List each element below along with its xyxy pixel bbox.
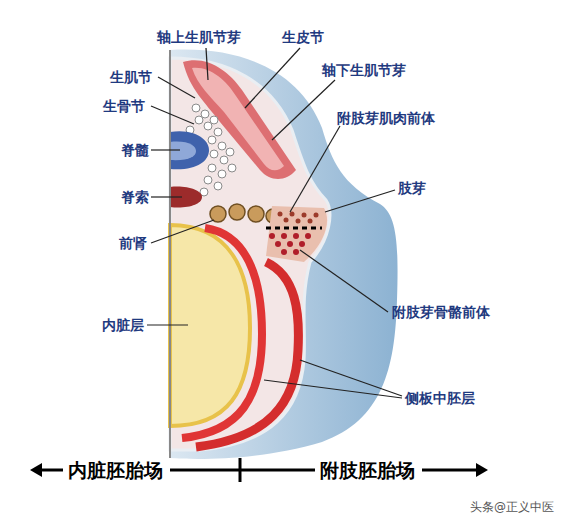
part-label: 轴上生肌节芽 <box>157 29 241 45</box>
part-label: 脊髓 <box>121 142 149 158</box>
part-label: 生皮节 <box>282 29 324 45</box>
part-label: 生肌节 <box>110 69 152 85</box>
part-label: 内脏层 <box>102 317 144 333</box>
part-label: 前肾 <box>119 235 147 251</box>
part-label: 附肢芽肌肉前体 <box>337 110 435 126</box>
part-label: 生骨节 <box>103 98 145 114</box>
field-label: 附肢胚胎场 <box>320 458 415 482</box>
part-label: 脊索 <box>121 189 149 205</box>
part-label: 肢芽 <box>398 180 426 196</box>
part-label: 侧板中胚层 <box>405 390 475 406</box>
part-label: 轴下生肌节芽 <box>322 62 406 78</box>
field-label: 内脏胚胎场 <box>68 458 163 482</box>
watermark: 头条@正义中医 <box>470 500 554 514</box>
part-label: 附肢芽骨骼前体 <box>392 304 490 320</box>
